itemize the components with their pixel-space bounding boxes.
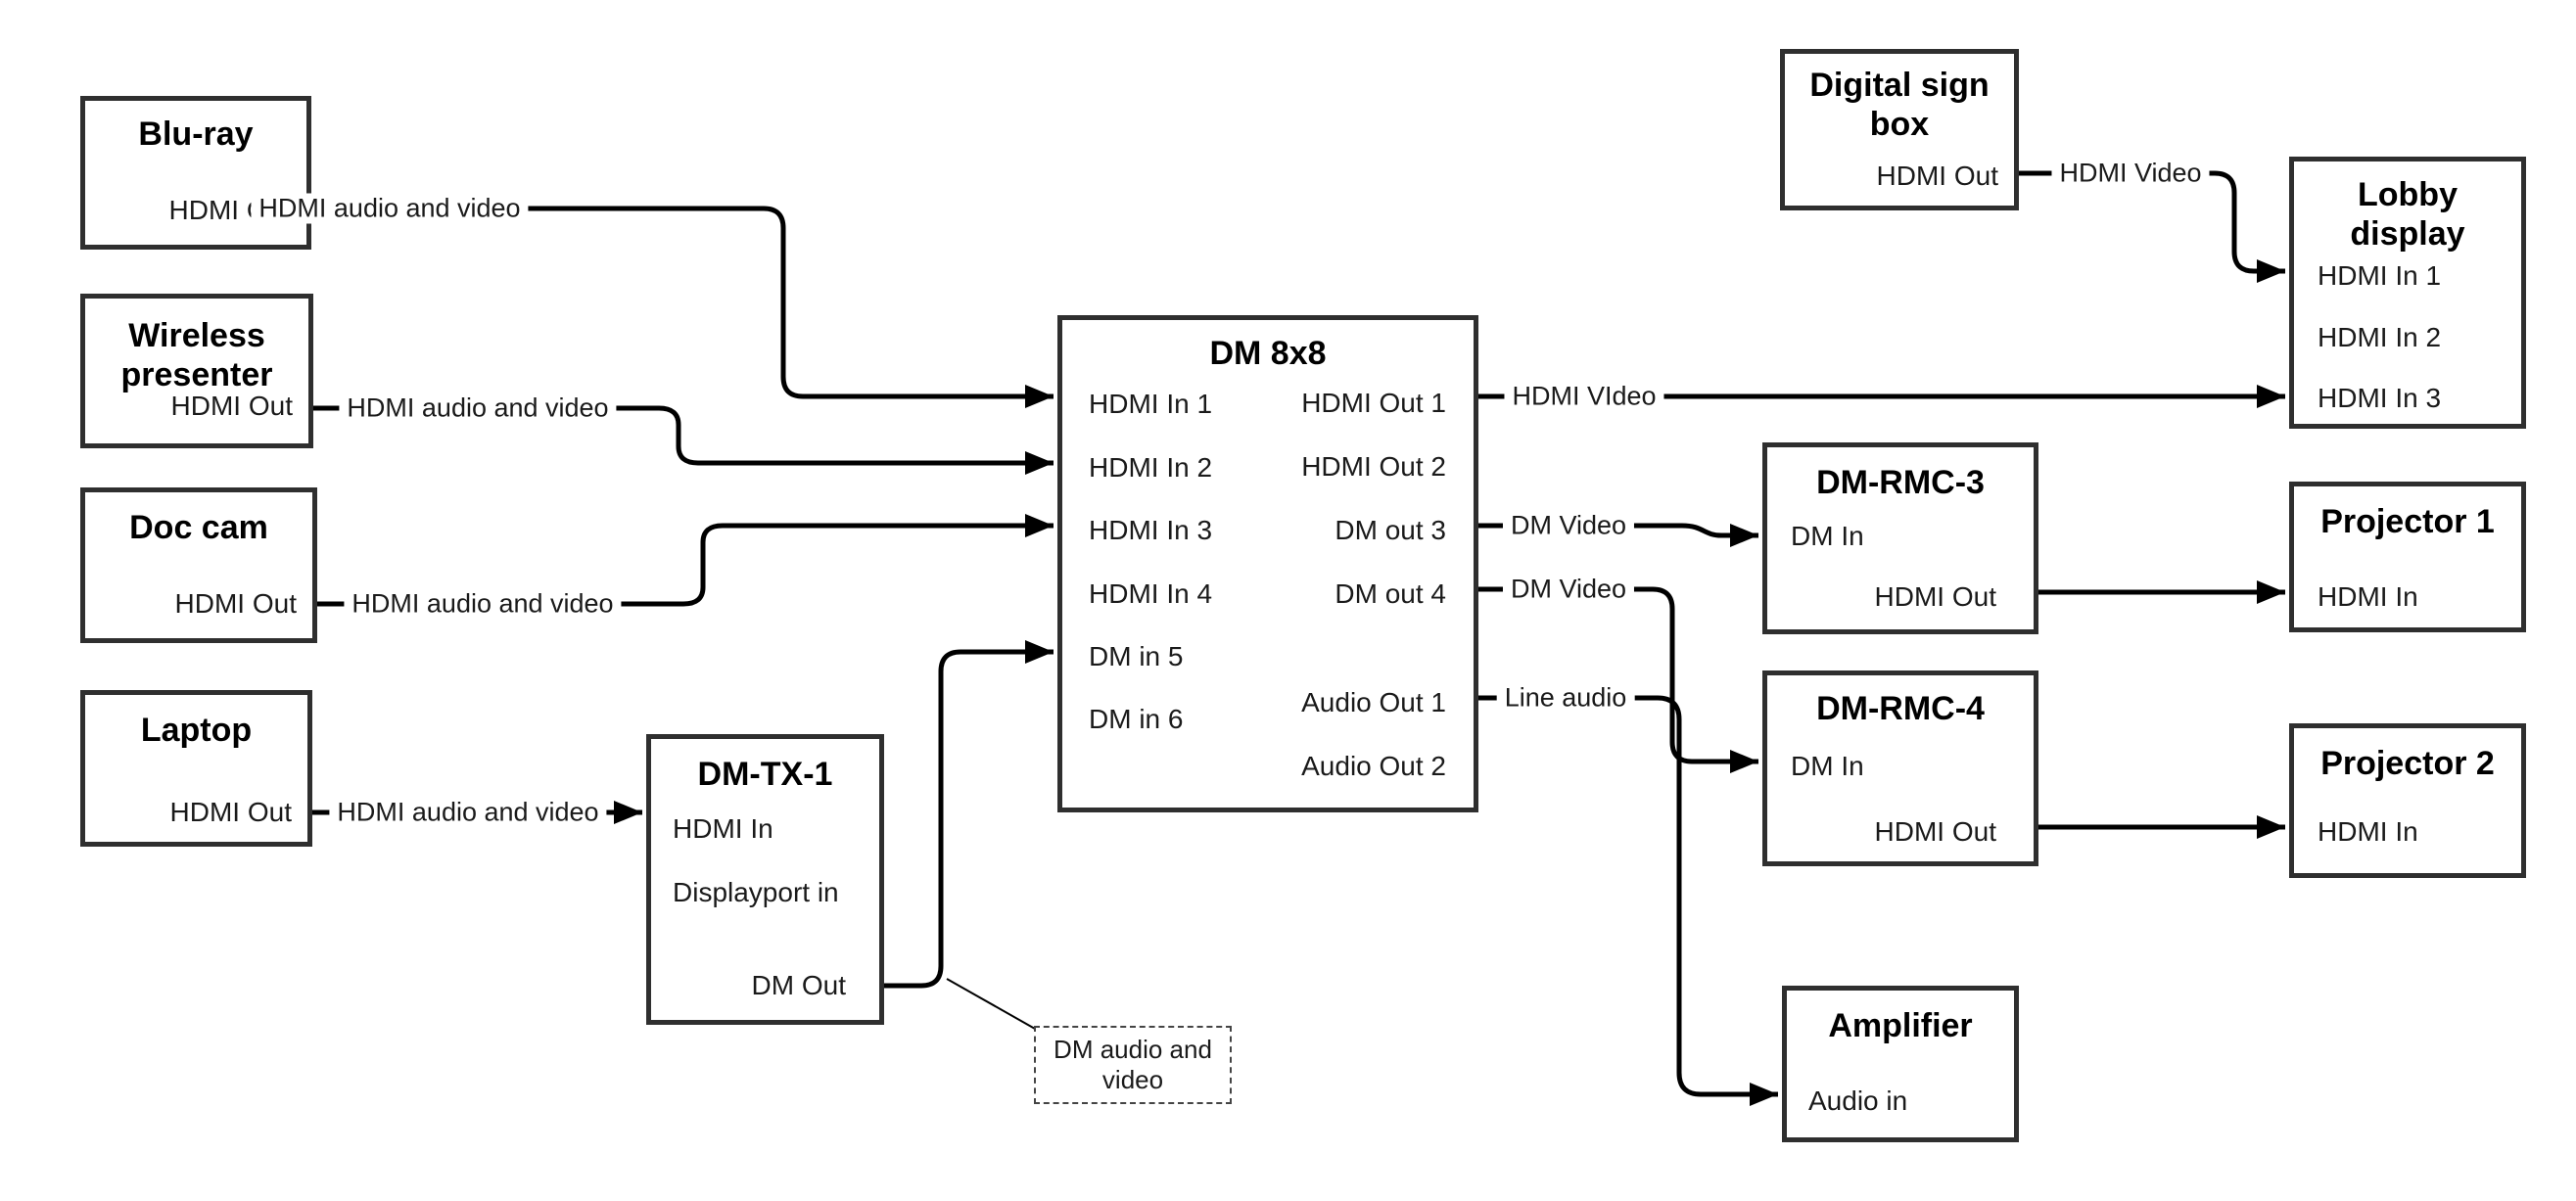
port-dm-out-3: DM out 3 [1335,515,1446,545]
node-doc-cam: Doc cam HDMI Out [80,487,317,643]
node-title: DM-RMC-3 [1816,464,1985,501]
port-hdmi-in-3: HDMI In 3 [1089,515,1213,545]
port-hdmi-out: HDMI Out [1874,816,1996,847]
port-hdmi-in-2: HDMI In 2 [1089,452,1213,483]
connector-bluray-to-dm8x8-in1 [311,206,1054,408]
connector-sign-to-lobby-in1 [2019,170,2285,283]
port-hdmi-out: HDMI Out [169,797,292,827]
port-audio-in: Audio in [1808,1086,1908,1116]
node-title: Doc cam [129,509,268,546]
port-hdmi-in-3: HDMI In 3 [2318,383,2442,413]
edge-label-laptop-hdmi: HDMI audio and video [329,797,607,828]
node-title: Amplifier [1828,1007,1973,1044]
port-dm-in: DM In [1791,521,1864,551]
port-audio-out-2: Audio Out 2 [1301,751,1446,781]
connector-dm8x8-out3-to-rmc3 [1478,523,1758,547]
node-amplifier: Amplifier Audio in [1782,986,2019,1142]
connector-dmtx1-to-dm8x8-dmin5 [884,640,1054,989]
edge-label-doccam-hdmi: HDMI audio and video [344,588,622,620]
edge-label-wireless-hdmi: HDMI audio and video [339,393,617,424]
edge-label-bluray-hdmi: HDMI audio and video [251,193,529,224]
edge-label-audio-out-1: Line audio [1496,682,1635,714]
edge-label-sign-hdmi: HDMI Video [2051,158,2210,189]
node-dm-tx-1: DM-TX-1 HDMI In Displayport in DM Out [646,734,884,1025]
node-blu-ray: Blu-ray HDMI Out [80,96,311,250]
port-dm-in-6: DM in 6 [1089,704,1184,734]
connector-dm8x8-audio1-to-amplifier [1478,695,1778,1106]
note-callout-line [946,978,1036,1030]
edge-label-dm-out-4: DM Video [1502,574,1635,605]
port-hdmi-in-1: HDMI In 1 [2318,260,2442,291]
port-hdmi-out-1: HDMI Out 1 [1301,388,1446,418]
port-hdmi-out: HDMI Out [170,391,293,421]
port-hdmi-in-4: HDMI In 4 [1089,578,1213,609]
node-title: Laptop [140,712,253,749]
node-dm-8x8: DM 8x8 HDMI In 1 HDMI In 2 HDMI In 3 HDM… [1057,315,1478,812]
node-title: Blu-ray [138,115,254,153]
node-title: Projector 1 [2320,503,2495,540]
edge-label-hdmi-out-1: HDMI VIdeo [1504,381,1664,412]
port-dm-out: DM Out [751,970,846,1000]
node-projector-1: Projector 1 HDMI In [2289,482,2526,632]
port-displayport-in: Displayport in [673,877,839,907]
port-hdmi-out: HDMI Out [1876,161,1998,191]
port-dm-in: DM In [1791,751,1864,781]
port-hdmi-out-2: HDMI Out 2 [1301,451,1446,482]
node-projector-2: Projector 2 HDMI In [2289,723,2526,878]
node-title: Wireless presenter [120,317,273,393]
node-dm-rmc-3: DM-RMC-3 DM In HDMI Out [1762,442,2038,634]
node-title: Digital sign box [1809,67,1990,143]
port-hdmi-in-2: HDMI In 2 [2318,322,2442,352]
port-dm-out-4: DM out 4 [1335,578,1446,609]
node-title: Projector 2 [2320,745,2495,782]
port-hdmi-in: HDMI In [673,813,773,844]
connector-dm8x8-out4-to-rmc4 [1478,586,1758,773]
port-hdmi-in: HDMI In [2318,816,2418,847]
node-title: DM-TX-1 [697,756,833,793]
port-hdmi-in: HDMI In [2318,581,2418,612]
node-wireless-presenter: Wireless presenter HDMI Out [80,294,313,448]
port-hdmi-out: HDMI Out [174,588,297,619]
node-dm-rmc-4: DM-RMC-4 DM In HDMI Out [1762,670,2038,866]
port-hdmi-out: HDMI Out [1874,581,1996,612]
node-laptop: Laptop HDMI Out [80,690,312,847]
connector-wireless-to-dm8x8-in2 [313,405,1054,475]
edge-label-dm-out-3: DM Video [1502,510,1635,541]
port-dm-in-5: DM in 5 [1089,641,1184,671]
connector-doccam-to-dm8x8-in3 [317,514,1054,607]
node-title: DM-RMC-4 [1816,690,1985,727]
port-hdmi-in-1: HDMI In 1 [1089,389,1213,419]
node-lobby-display: Lobby display HDMI In 1 HDMI In 2 HDMI I… [2289,157,2526,429]
node-digital-sign-box: Digital sign box HDMI Out [1780,49,2019,210]
note-box: DM audio and video [1034,1026,1232,1104]
port-audio-out-1: Audio Out 1 [1301,687,1446,717]
node-title: Lobby display [2350,176,2465,253]
node-title: DM 8x8 [1209,335,1327,372]
